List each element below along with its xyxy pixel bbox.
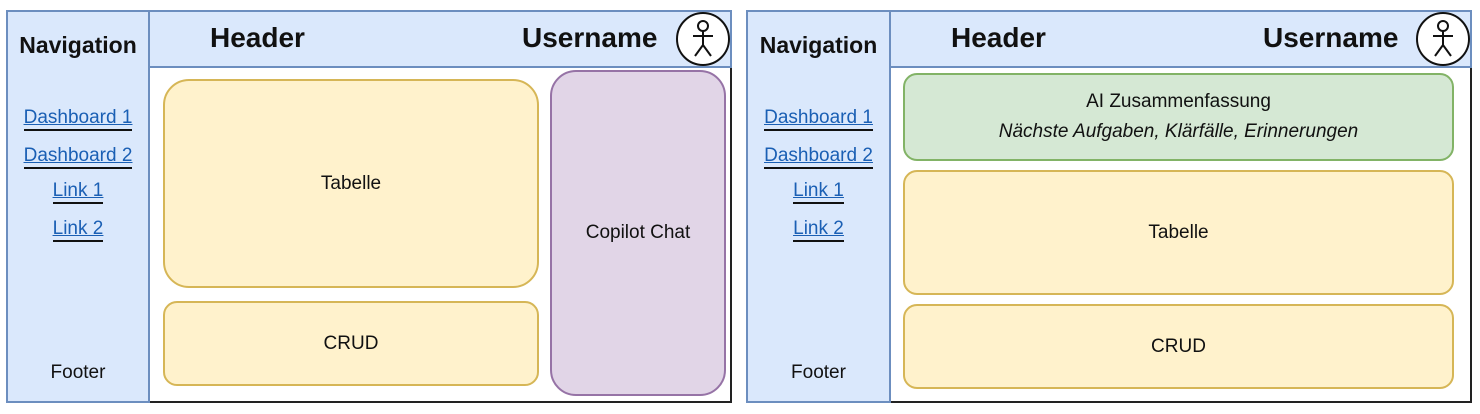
- left-user-avatar-icon[interactable]: [676, 12, 730, 66]
- right-crud-label: CRUD: [1151, 335, 1206, 357]
- right-header-bar: [889, 10, 1472, 68]
- left-username[interactable]: Username: [522, 22, 658, 53]
- right-header-title: Header: [951, 22, 1046, 53]
- right-nav-link-link-2[interactable]: Link 2: [746, 218, 891, 242]
- left-navigation-title: Navigation: [19, 32, 137, 58]
- left-footer: Footer: [50, 362, 106, 383]
- left-header-title: Header: [210, 22, 305, 53]
- right-navigation-title: Navigation: [759, 32, 878, 58]
- right-nav-link-dashboard-2[interactable]: Dashboard 2: [746, 145, 891, 169]
- left-crud-block: CRUD: [163, 301, 539, 386]
- right-footer: Footer: [791, 362, 846, 383]
- ai-summary-title: AI Zusammenfassung: [1086, 91, 1271, 112]
- right-crud-block: CRUD: [903, 304, 1454, 389]
- left-header-bar: [148, 10, 732, 68]
- left-table-block: Tabelle: [163, 79, 539, 288]
- right-username[interactable]: Username: [1263, 22, 1399, 53]
- right-nav-link-link-1[interactable]: Link 1: [746, 180, 891, 204]
- left-nav-link-link-1[interactable]: Link 1: [6, 180, 150, 204]
- left-navigation-sidebar: [6, 10, 150, 403]
- right-nav-link-dashboard-1[interactable]: Dashboard 1: [746, 107, 891, 131]
- right-navigation-sidebar: [746, 10, 891, 403]
- right-user-avatar-icon[interactable]: [1416, 12, 1470, 66]
- copilot-chat-block[interactable]: Copilot Chat: [550, 70, 726, 396]
- copilot-chat-label: Copilot Chat: [585, 222, 691, 243]
- right-table-label: Tabelle: [1148, 221, 1209, 243]
- right-table-block: Tabelle: [903, 170, 1454, 295]
- left-nav-link-dashboard-1[interactable]: Dashboard 1: [6, 107, 150, 131]
- ai-summary-subtitle: Nächste Aufgaben, Klärfälle, Erinnerunge…: [998, 121, 1359, 142]
- left-table-label: Tabelle: [320, 172, 382, 194]
- left-nav-link-link-2[interactable]: Link 2: [6, 218, 150, 242]
- left-nav-link-dashboard-2[interactable]: Dashboard 2: [6, 145, 150, 169]
- left-crud-label: CRUD: [323, 332, 379, 354]
- ai-summary-block: AI Zusammenfassung Nächste Aufgaben, Klä…: [903, 73, 1454, 161]
